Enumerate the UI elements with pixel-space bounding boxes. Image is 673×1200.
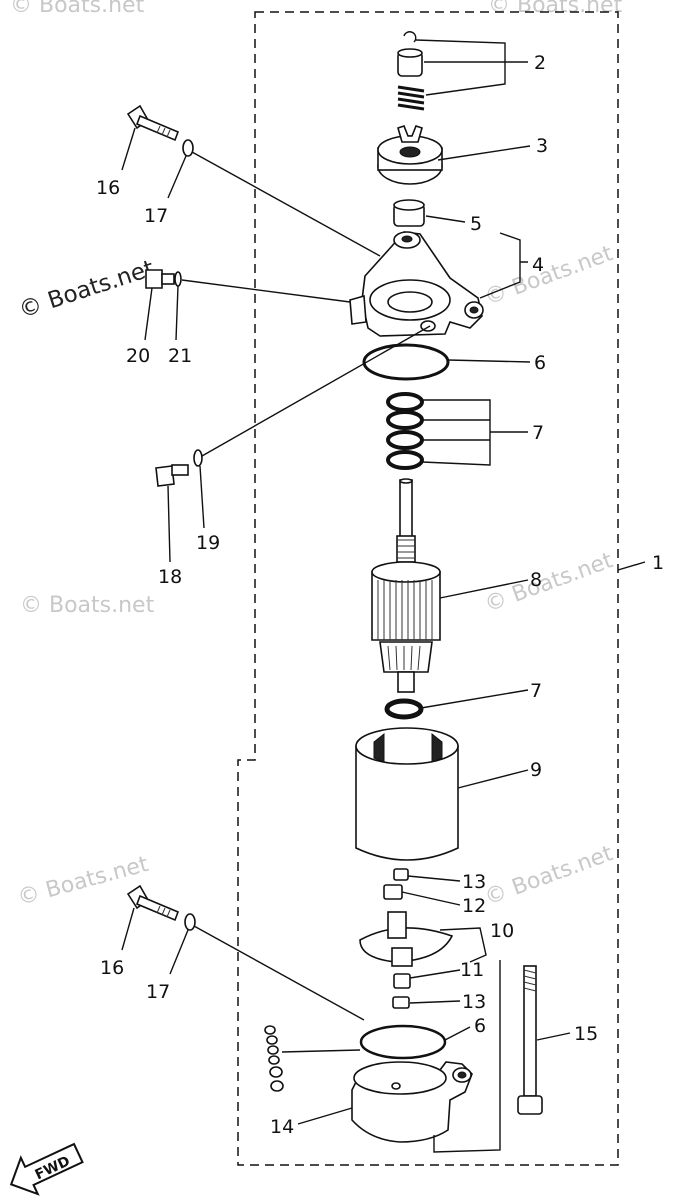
part-washers bbox=[386, 392, 528, 470]
part-through-bolt bbox=[517, 965, 571, 1115]
part-armature bbox=[371, 478, 529, 693]
watermark: © Boats.net bbox=[482, 548, 617, 618]
part-bolt-16-top bbox=[121, 104, 381, 257]
callout-15: 15 bbox=[574, 1023, 598, 1045]
part-bushing bbox=[393, 199, 466, 227]
part-o-ring-lower bbox=[359, 1024, 471, 1060]
part-o-ring bbox=[362, 343, 531, 381]
callout-17-bottom: 17 bbox=[146, 981, 170, 1003]
watermark: © Boats.net bbox=[482, 841, 617, 911]
callout-6-bottom: 6 bbox=[474, 1015, 486, 1037]
watermark: © Boats.net bbox=[482, 241, 617, 311]
part-bolt-20 bbox=[144, 269, 351, 341]
leader-1 bbox=[617, 561, 646, 571]
watermark-main: © Boats.net bbox=[16, 256, 157, 324]
callout-12: 12 bbox=[462, 895, 486, 917]
callout-19: 19 bbox=[196, 532, 220, 554]
callout-21: 21 bbox=[168, 345, 192, 367]
part-washer-lower bbox=[384, 689, 529, 720]
watermark: © Boats.net bbox=[15, 852, 151, 911]
callout-11: 11 bbox=[460, 959, 484, 981]
callout-7-bottom: 7 bbox=[530, 680, 542, 702]
part-yoke bbox=[355, 727, 529, 861]
callout-7-top: 7 bbox=[532, 422, 544, 444]
callout-13-bottom: 13 bbox=[462, 991, 486, 1013]
watermark: © Boats.net bbox=[10, 0, 145, 18]
part-brush-holder bbox=[359, 868, 487, 1009]
fwd-arrow-icon: FWD bbox=[9, 1142, 84, 1196]
callout-8: 8 bbox=[530, 569, 542, 591]
callout-2: 2 bbox=[534, 52, 546, 74]
callout-14: 14 bbox=[270, 1116, 294, 1138]
callout-13-top: 13 bbox=[462, 871, 486, 893]
callout-6-top: 6 bbox=[534, 352, 546, 374]
callout-9: 9 bbox=[530, 759, 542, 781]
part-bolt-16-bottom bbox=[121, 884, 365, 1021]
part-pinion bbox=[377, 125, 531, 185]
part-clip-collar-spring bbox=[397, 31, 528, 111]
callout-4: 4 bbox=[532, 254, 544, 276]
callout-18: 18 bbox=[158, 566, 182, 588]
callout-5: 5 bbox=[470, 213, 482, 235]
callout-16-bottom: 16 bbox=[100, 957, 124, 979]
part-bolt-18 bbox=[155, 325, 431, 563]
callout-1: 1 bbox=[652, 552, 664, 574]
callout-10: 10 bbox=[490, 920, 514, 942]
part-front-bracket bbox=[349, 231, 528, 337]
part-small-hardware bbox=[264, 1025, 361, 1092]
watermark: © Boats.net bbox=[20, 593, 155, 618]
callout-3: 3 bbox=[536, 135, 548, 157]
part-rear-bracket bbox=[297, 960, 501, 1153]
watermark: © Boats.net bbox=[488, 0, 623, 18]
callout-17-top: 17 bbox=[144, 205, 168, 227]
assembly-boundary bbox=[237, 11, 619, 1166]
callout-20: 20 bbox=[126, 345, 150, 367]
callout-16-top: 16 bbox=[96, 177, 120, 199]
